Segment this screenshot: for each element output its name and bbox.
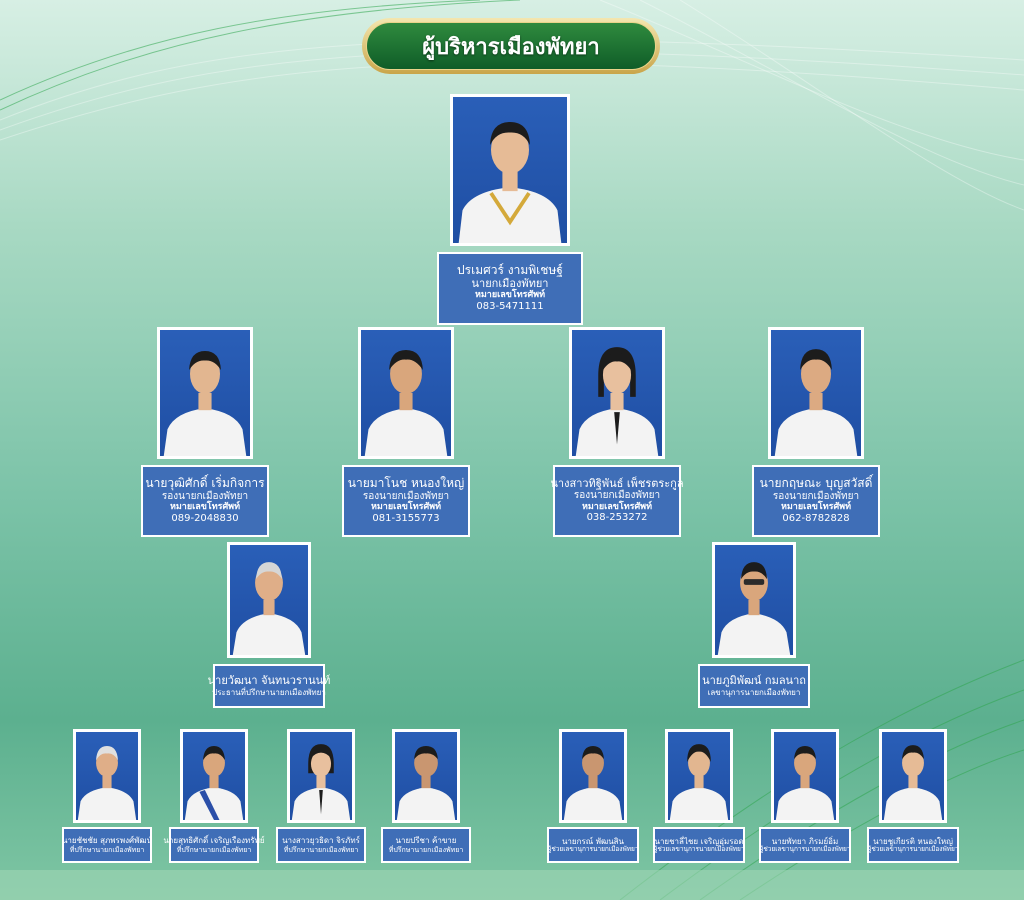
assistant-photo-2: [665, 729, 733, 823]
deputy-photo-1: [157, 327, 253, 459]
advisor-photo-4: [392, 729, 460, 823]
deputy-phone-label-3: หมายเลขโทรศัพท์: [581, 501, 653, 512]
person-portrait-icon: [396, 746, 456, 820]
deputy-position-2: รองนายกเมืองพัทยา: [362, 490, 450, 502]
assistant-position-1: ผู้ช่วยเลขานุการนายกเมืองพัทยา: [547, 844, 639, 853]
deputy-label-4: นายกฤษณะ บุญสวัสดิ์ รองนายกเมืองพัทยา หม…: [752, 465, 880, 537]
advisor-label-3: นางสาวยุวธิดา จิรภัทร์ ที่ปรึกษานายกเมือ…: [276, 827, 366, 863]
deputy-phone-label-4: หมายเลขโทรศัพท์: [780, 502, 852, 513]
assistant-photo-4: [879, 729, 947, 823]
advisor-position-4: ที่ปรึกษานายกเมืองพัทยา: [388, 845, 464, 854]
assistant-name-2: นายชาลี่ไชย เจริญอุ่มรอด: [654, 836, 744, 846]
person-portrait-icon: [717, 562, 791, 655]
advisor-position-3: ที่ปรึกษานายกเมืองพัทยา: [283, 845, 359, 854]
deputy-name-2: นายมาโนช หนองใหญ่: [347, 475, 465, 490]
assistant-name-3: นายพัทยา ภิรมย์อิ่ม: [771, 836, 839, 846]
deputy-photo-2: [358, 327, 454, 459]
person-portrait-icon: [563, 746, 623, 820]
assistant-position-3: ผู้ช่วยเลขานุการนายกเมืองพัทยา: [759, 844, 851, 853]
assistant-label-1: นายกรณ์ พัฒนสิน ผู้ช่วยเลขานุการนายกเมือ…: [547, 827, 639, 863]
deputy-position-4: รองนายกเมืองพัทยา: [772, 490, 860, 502]
mayor-position: นายกเมืองพัทยา: [471, 276, 549, 290]
deputy-phone-3: 038-253272: [586, 512, 648, 524]
chair-name: นายวัฒนา จันทนวรานนท์: [207, 674, 331, 688]
mayor-phone: 083-5471111: [476, 301, 544, 313]
advisor-name-3: นางสาวยุวธิดา จิรภัทร์: [282, 836, 360, 846]
assistant-position-2: ผู้ช่วยเลขานุการนายกเมืองพัทยา: [653, 844, 745, 853]
deputy-name-3: นางสาวทิฐิพันธ์ เพ็ชรตระกูล: [550, 476, 684, 490]
advisor-position-1: ที่ปรึกษานายกเมืองพัทยา: [69, 845, 145, 854]
person-portrait-icon: [669, 744, 729, 820]
deputy-phone-4: 062-8782828: [782, 513, 850, 525]
deputy-position-1: รองนายกเมืองพัทยา: [161, 490, 249, 502]
mayor-phone-label: หมายเลขโทรศัพท์: [474, 290, 546, 301]
title-banner: ผู้บริหารเมืองพัทยา: [362, 18, 660, 74]
chair-photo: [227, 542, 311, 658]
deputy-photo-4: [768, 327, 864, 459]
person-portrait-icon: [364, 350, 448, 456]
advisor-name-2: นายสุทธิศักดิ์ เจริญเรืองทรัพย์: [163, 836, 265, 846]
deputy-phone-label-2: หมายเลขโทรศัพท์: [370, 502, 442, 513]
page-title: ผู้บริหารเมืองพัทยา: [366, 22, 656, 70]
person-portrait-icon: [163, 351, 247, 456]
assistant-label-2: นายชาลี่ไชย เจริญอุ่มรอด ผู้ช่วยเลขานุกา…: [653, 827, 745, 863]
person-portrait-icon: [883, 745, 943, 820]
deputy-phone-label-1: หมายเลขโทรศัพท์: [169, 502, 241, 513]
advisor-label-2: นายสุทธิศักดิ์ เจริญเรืองทรัพย์ ที่ปรึกษ…: [163, 827, 265, 863]
person-portrait-icon: [232, 562, 306, 655]
secretary-position: เลขานุการนายกเมืองพัทยา: [707, 687, 801, 697]
assistant-position-4: ผู้ช่วยเลขานุการนายกเมืองพัทยา: [867, 844, 959, 853]
assistant-name-4: นายชูเกียรติ หนองใหญ่: [873, 836, 953, 846]
assistant-photo-3: [771, 729, 839, 823]
secretary-name: นายภูมิพัฒน์ กมลนาถ: [702, 674, 806, 688]
deputy-phone-2: 081-3155773: [372, 513, 440, 525]
deputy-phone-1: 089-2048830: [171, 513, 239, 525]
assistant-label-4: นายชูเกียรติ หนองใหญ่ ผู้ช่วยเลขานุการนา…: [867, 827, 959, 863]
secretary-photo: [712, 542, 796, 658]
deputy-photo-3: [569, 327, 665, 459]
advisor-photo-3: [287, 729, 355, 823]
mayor-name: ปรเมศวร์ งามพิเชษฐ์: [457, 262, 563, 277]
advisor-photo-2: [180, 729, 248, 823]
chair-position: ประธานที่ปรึกษานายกเมืองพัทยา: [212, 687, 326, 697]
deputy-label-3: นางสาวทิฐิพันธ์ เพ็ชรตระกูล รองนายกเมือง…: [550, 465, 684, 537]
chair-label: นายวัฒนา จันทนวรานนท์ ประธานที่ปรึกษานาย…: [208, 664, 330, 708]
person-portrait-icon: [184, 746, 244, 820]
assistant-label-3: นายพัทยา ภิรมย์อิ่ม ผู้ช่วยเลขานุการนายก…: [759, 827, 851, 863]
person-portrait-icon: [575, 347, 659, 456]
assistant-name-1: นายกรณ์ พัฒนสิน: [561, 836, 625, 846]
deputy-position-3: รองนายกเมืองพัทยา: [573, 490, 661, 502]
deputy-name-4: นายกฤษณะ บุญสวัสดิ์: [759, 475, 873, 490]
advisor-label-1: นายชัชชัย สุภพรพงศ์พัฒน์ ที่ปรึกษานายกเม…: [62, 827, 152, 863]
mayor-photo: [450, 94, 570, 246]
person-portrait-icon: [774, 349, 858, 456]
advisor-label-4: นายปรีชา ค้าขาย ที่ปรึกษานายกเมืองพัทยา: [381, 827, 471, 863]
advisor-name-1: นายชัชชัย สุภพรพงศ์พัฒน์: [61, 836, 153, 846]
assistant-photo-1: [559, 729, 627, 823]
deputy-name-1: นายวุฒิศักดิ์ เริ่มกิจการ: [145, 475, 265, 490]
advisor-photo-1: [73, 729, 141, 823]
advisor-position-2: ที่ปรึกษานายกเมืองพัทยา: [176, 845, 252, 854]
advisor-name-4: นายปรีชา ค้าขาย: [395, 836, 457, 846]
deputy-label-2: นายมาโนช หนองใหญ่ รองนายกเมืองพัทยา หมาย…: [342, 465, 470, 537]
deputy-label-1: นายวุฒิศักดิ์ เริ่มกิจการ รองนายกเมืองพั…: [141, 465, 269, 537]
person-portrait-icon: [77, 746, 137, 820]
person-portrait-icon: [458, 121, 562, 243]
person-portrait-icon: [775, 746, 835, 820]
person-portrait-icon: [291, 744, 351, 820]
secretary-label: นายภูมิพัฒน์ กมลนาถ เลขานุการนายกเมืองพั…: [698, 664, 810, 708]
mayor-label: ปรเมศวร์ งามพิเชษฐ์ นายกเมืองพัทยา หมายเ…: [437, 252, 583, 325]
